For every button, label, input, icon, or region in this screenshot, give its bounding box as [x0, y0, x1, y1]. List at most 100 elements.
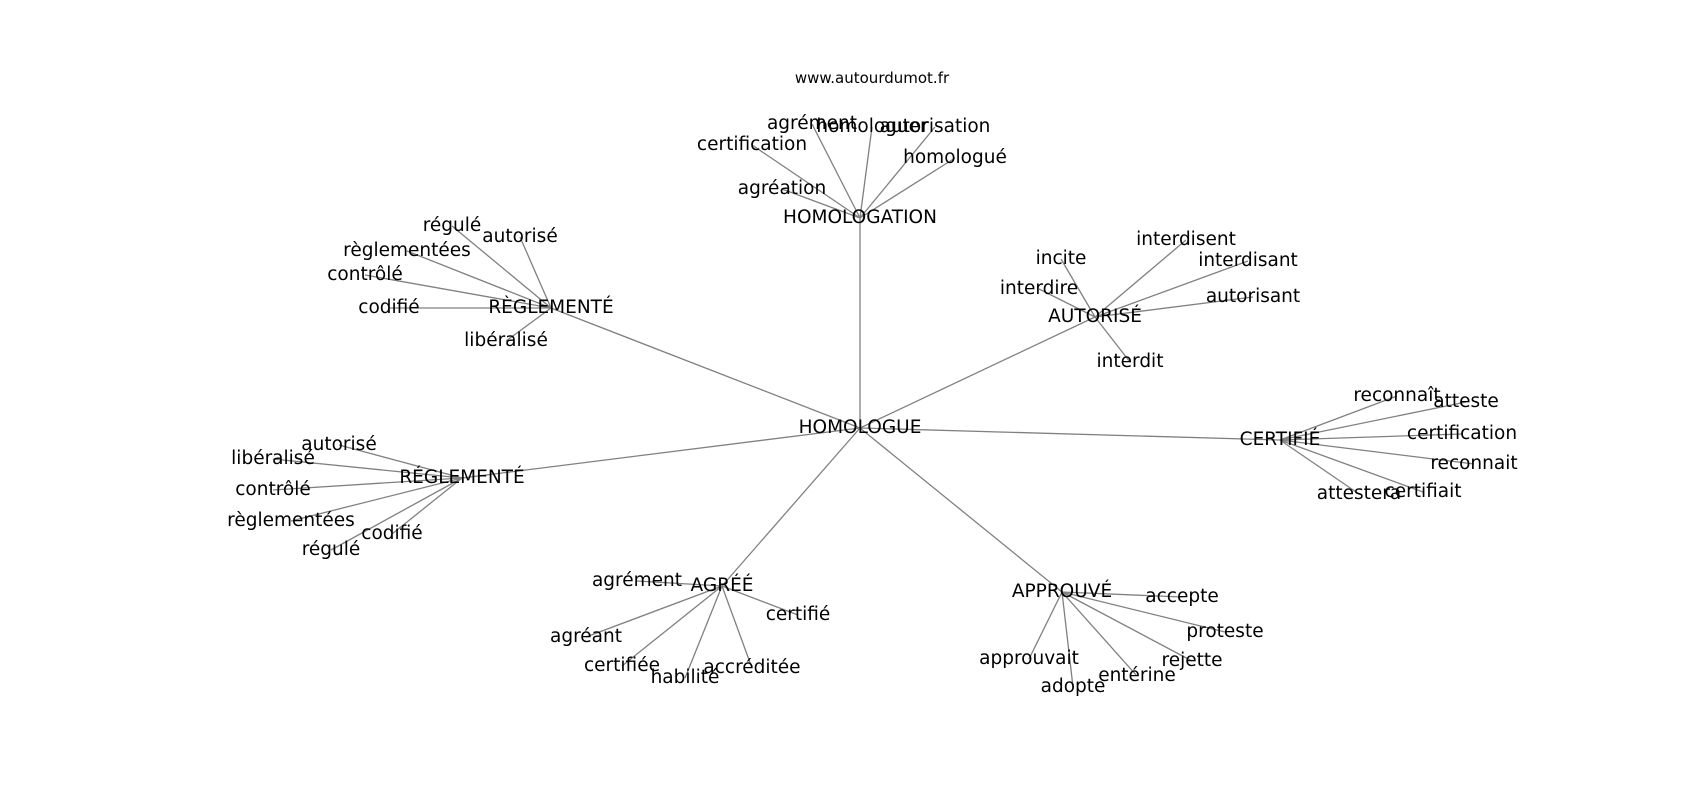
root-hub-edge — [461, 427, 861, 479]
leaf-node-label: interdire — [1000, 278, 1078, 299]
hub-leaf-edge — [364, 274, 552, 309]
leaf-node-label: rejette — [1162, 650, 1223, 671]
root-hub-edge — [859, 316, 1096, 429]
leaf-node-label: proteste — [1186, 621, 1263, 642]
leaf-node-label: certification — [1407, 423, 1517, 444]
leaf-node-label: codifié — [358, 297, 419, 318]
hub-leaf-edge — [1061, 591, 1074, 688]
hub-leaf-edge — [391, 477, 463, 535]
hub-node-label: AGRÉÉ — [691, 574, 754, 596]
leaf-node-label: homologué — [903, 147, 1007, 168]
hub-leaf-edge — [1279, 439, 1475, 465]
hub-leaf-edge — [859, 126, 873, 219]
hub-leaf-edge — [859, 126, 936, 219]
hub-leaf-edge — [330, 477, 463, 551]
hub-leaf-edge — [1279, 439, 1360, 495]
hub-leaf-edge — [1061, 591, 1183, 598]
hub-leaf-edge — [1279, 433, 1463, 441]
leaf-node-label: reconnait — [1430, 453, 1517, 474]
leaf-node-label: homologuer — [816, 116, 928, 137]
leaf-node-label: agréant — [550, 626, 622, 647]
hub-leaf-edge — [1279, 401, 1467, 441]
hub-leaf-edge — [811, 123, 861, 219]
leaf-node-label: certification — [697, 134, 807, 155]
site-url: www.autourdumot.fr — [795, 69, 950, 87]
root-hub-edge — [859, 427, 1063, 593]
hub-leaf-edge — [406, 250, 552, 309]
leaf-node-label: autorisé — [482, 226, 557, 247]
leaf-node-label: interdit — [1097, 351, 1164, 372]
leaf-node-label: règlementées — [227, 510, 355, 531]
leaf-node-label: autorisant — [1206, 286, 1300, 307]
leaf-node-label: agrément — [767, 113, 857, 134]
root-hub-edge — [721, 427, 861, 587]
hub-leaf-edge — [1279, 395, 1398, 441]
hub-leaf-edge — [338, 444, 463, 479]
hub-leaf-edge — [1061, 591, 1138, 677]
hub-leaf-edge — [1061, 591, 1193, 662]
leaf-node-label: certifiait — [1385, 481, 1462, 502]
hub-node-label: RÉGLEMENTÉ — [399, 466, 524, 488]
leaf-node-label: accepte — [1145, 586, 1218, 607]
hub-node-label: CERTIFIÉ — [1240, 428, 1321, 450]
hub-leaf-edge — [621, 585, 723, 667]
root-hub-edge — [859, 427, 1281, 441]
graph-edges — [272, 123, 1475, 688]
leaf-node-label: autorisation — [880, 116, 991, 137]
hub-leaf-edge — [1061, 591, 1226, 633]
hub-leaf-edge — [1060, 258, 1096, 318]
leaf-node-label: contrôlé — [235, 479, 311, 500]
leaf-node-label: entérine — [1098, 665, 1176, 686]
leaf-node-label: libéralisé — [464, 330, 548, 351]
leaf-node-label: certifiée — [584, 655, 660, 676]
leaf-node-label: attestera — [1317, 483, 1401, 504]
hub-node-label: HOMOLOGATION — [783, 207, 937, 228]
hub-leaf-edge — [684, 585, 723, 679]
hub-leaf-edge — [1038, 288, 1096, 318]
leaf-node-label: reconnaît — [1353, 385, 1440, 406]
leaf-node-label: autorisé — [301, 434, 376, 455]
hub-leaf-edge — [1028, 591, 1063, 660]
leaf-node-label: règlementées — [343, 240, 471, 261]
leaf-node-label: atteste — [1433, 391, 1499, 412]
leaf-node-label: adopte — [1041, 676, 1106, 697]
leaf-node-label: agrément — [592, 570, 682, 591]
leaf-node-label: régulé — [423, 215, 482, 236]
leaf-node-label: agréation — [738, 178, 826, 199]
leaf-node-label: incite — [1036, 248, 1087, 269]
hub-leaf-edge — [505, 307, 552, 342]
hub-leaf-edge — [721, 585, 799, 616]
hub-leaf-edge — [781, 188, 861, 219]
hub-leaf-edge — [290, 477, 463, 522]
hub-leaf-edge — [751, 144, 861, 219]
hub-leaf-edge — [721, 585, 753, 669]
hub-leaf-edge — [272, 458, 463, 479]
leaf-node-label: certifié — [766, 604, 831, 625]
hub-leaf-edge — [1094, 239, 1187, 318]
hub-leaf-edge — [272, 477, 463, 491]
hub-leaf-edge — [1094, 296, 1254, 318]
hub-leaf-edge — [859, 157, 956, 219]
leaf-node-label: interdisant — [1198, 250, 1298, 271]
hub-leaf-edge — [451, 225, 552, 309]
root-hub-edge — [550, 307, 861, 429]
leaf-node-label: régulé — [302, 539, 361, 560]
hub-node-label: APPROUVÉ — [1012, 580, 1112, 602]
hub-node-label: AUTORISÉ — [1048, 305, 1142, 327]
hub-leaf-edge — [585, 585, 723, 638]
leaf-node-label: accréditée — [703, 657, 800, 678]
leaf-node-label: contrôlé — [327, 264, 403, 285]
hub-leaf-edge — [636, 580, 723, 587]
leaf-node-label: interdisent — [1136, 229, 1236, 250]
hub-node-label: RÈGLEMENTÉ — [488, 296, 613, 318]
hub-leaf-edge — [1094, 260, 1249, 318]
hub-leaf-edge — [519, 236, 552, 309]
leaf-node-label: codifié — [361, 523, 422, 544]
leaf-node-label: habilité — [651, 667, 720, 688]
leaf-node-label: approuvait — [979, 648, 1079, 669]
hub-leaf-edge — [1094, 316, 1131, 363]
root-node-label: HOMOLOGUE — [799, 417, 922, 438]
graph-labels: www.autourdumot.fr HOMOLOGUE HOMOLOGATION… — [227, 69, 1517, 697]
